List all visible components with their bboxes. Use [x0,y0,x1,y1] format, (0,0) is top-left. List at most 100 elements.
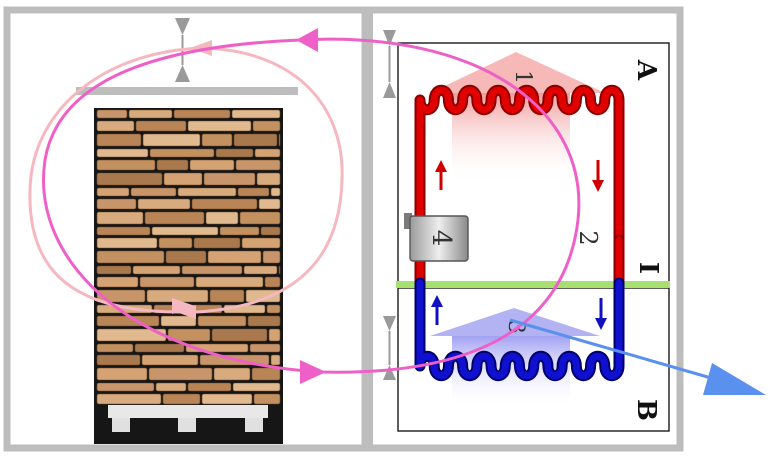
lumber-board [128,109,173,119]
lumber-board [135,120,187,132]
lumber-board [252,120,281,132]
lumber-board [270,187,281,197]
lumber-board [96,237,158,249]
right-panel: 1 2 3 4 A B I [363,6,684,452]
lumber-board [187,382,232,392]
lumber-board [142,133,201,147]
lumber-board [177,187,237,197]
lumber-board [254,148,281,158]
lumber-board [201,393,253,405]
lumber-board [260,226,281,236]
lumber-board [173,109,231,119]
lumber-board [96,393,162,405]
lumber-board [96,172,163,186]
lumber-board [253,393,281,405]
gap-marker-icon [383,30,396,98]
lumber-board [215,148,254,158]
lumber-board [96,109,128,119]
lumber-board [134,343,185,353]
lumber-board [96,367,148,381]
lumber-board [191,198,258,210]
lumber-board [96,289,146,303]
lumber-board [235,159,281,171]
lumber-board [232,382,281,392]
lumber-board [96,250,165,264]
lumber-board [278,265,281,275]
wood-stack-photo [94,108,283,444]
lumber-board [167,328,211,342]
lumber-board [251,367,281,381]
lumber-rows [96,109,281,405]
lumber-board [96,187,130,197]
lumber-board [96,276,139,288]
outer-cycle-arrow [42,28,581,384]
lumber-board [162,393,201,405]
gap-marker-icon [383,316,396,380]
lumber-board [96,343,134,353]
lumber-board [262,250,281,264]
lumber-board [96,133,142,147]
lumber-board [243,265,278,275]
zone-b-label: B [631,399,661,421]
lumber-board [132,265,181,275]
lumber-board [231,109,281,119]
lumber-board [137,198,191,210]
lumber-board [213,367,251,381]
pipe-label: 2 [574,230,602,245]
lumber-board [165,250,207,264]
lumber-board [148,367,213,381]
lumber-board [156,159,189,171]
lumber-board [163,172,203,186]
hot-zone-roof [430,52,605,93]
lumber-board [96,315,160,327]
lumber-board [268,328,281,342]
lumber-board [96,148,149,158]
lumber-board [203,172,256,186]
lumber-board [160,315,197,327]
lumber-board [270,354,281,366]
lumber-board [237,187,270,197]
lumber-board [219,226,260,236]
lumber-board [151,226,219,236]
lumber-board [278,133,281,147]
zone-divider [396,281,670,288]
lumber-board [258,198,281,210]
divider-label: I [633,262,663,274]
lumber-board [209,289,245,303]
lumber-board [96,120,135,132]
lumber-board [96,211,144,225]
lumber-board [211,328,268,342]
zone-a-label: A [631,59,661,81]
lumber-board [189,159,235,171]
stack-cover-bar [76,87,298,95]
lumber-board [264,276,281,288]
lumber-board [96,159,156,171]
lumber-board [193,237,241,249]
lumber-board [96,265,132,275]
lumber-board [247,315,281,327]
lumber-board [130,187,177,197]
exhaust-arrow-icon [509,318,766,395]
lumber-board [256,172,281,186]
lumber-board [149,148,215,158]
lumber-board [201,133,233,147]
lumber-board [233,133,278,147]
lumber-board [141,354,199,366]
lumber-board [96,198,137,210]
evaporator-label: 1 [510,70,535,84]
lumber-board [266,304,281,314]
lumber-board [155,382,187,392]
lumber-board [207,250,262,264]
lumber-board [96,354,141,366]
lumber-board [205,211,239,225]
lumber-board [139,276,195,288]
lumber-board [96,382,155,392]
lumber-board [195,276,264,288]
lumber-board [249,343,281,353]
flow-arrow-icon [431,160,607,330]
lumber-board [96,226,151,236]
lumber-board [187,120,252,132]
compressor-icon [404,213,469,262]
lumber-board [245,289,281,303]
